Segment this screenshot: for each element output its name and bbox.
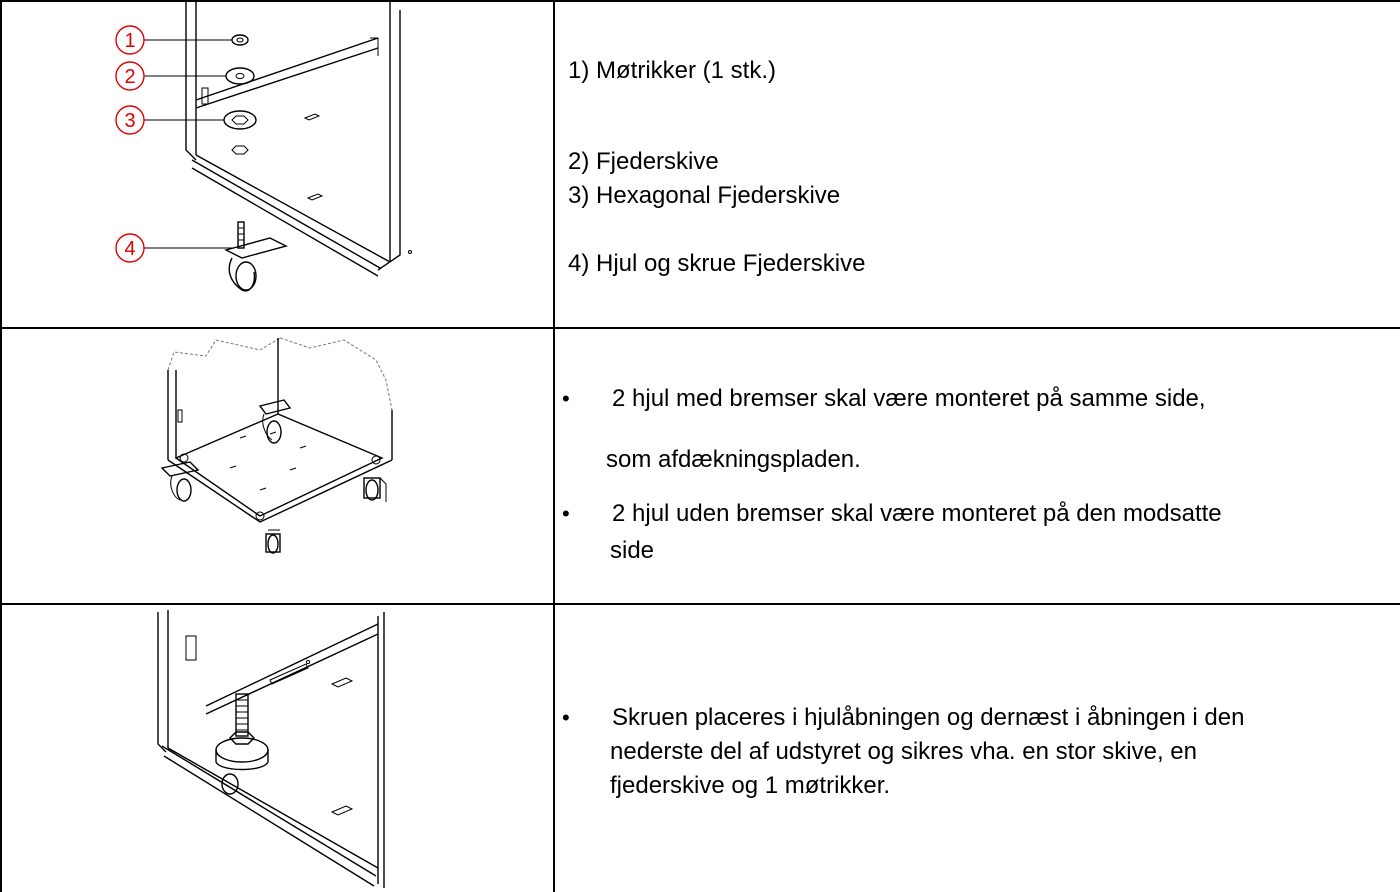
parts-list-item-3: 3) Hexagonal Fjederskive <box>568 182 841 209</box>
note-line: Skruen placeres i hjulåbningen og dernæs… <box>612 704 1245 731</box>
caster-right <box>363 477 387 502</box>
table-border-left <box>0 0 2 892</box>
svg-text:3: 3 <box>124 110 135 132</box>
caster-back <box>258 399 292 444</box>
note-line: som afdækningspladen. <box>606 446 861 473</box>
note-line: 2 hjul uden bremser skal være monteret p… <box>612 500 1222 527</box>
note-line: nederste del af udstyret og sikres vha. … <box>610 738 1197 765</box>
callout-2: 2 <box>115 61 145 91</box>
table-column-divider <box>553 0 555 892</box>
table-border-top <box>0 0 1400 2</box>
svg-text:4: 4 <box>124 238 135 260</box>
callout-1: 1 <box>115 25 145 55</box>
parts-list-item-2: 2) Fjederskive <box>568 148 719 175</box>
parts-list-item-4: 4) Hjul og skrue Fjederskive <box>568 250 866 277</box>
parts-list-item-1: 1) Møtrikker (1 stk.) <box>568 57 776 84</box>
bullet-icon: • <box>562 386 570 411</box>
note-brakes-same-side: • 2 hjul med bremser skal være monteret … <box>560 383 1206 415</box>
note-line: 2 hjul med bremser skal være monteret på… <box>612 385 1206 412</box>
screw-detail-diagram <box>157 610 385 888</box>
svg-text:2: 2 <box>124 66 135 88</box>
note-no-brakes-opposite-side: • 2 hjul uden bremser skal være monteret… <box>560 498 1222 530</box>
note-screw-placement: • Skruen placeres i hjulåbningen og dern… <box>560 702 1244 734</box>
bullet-icon: • <box>562 501 570 526</box>
base-plate-diagram <box>160 337 393 554</box>
callout-3: 3 <box>115 105 145 135</box>
table-row-divider-2 <box>0 603 1400 605</box>
table-row-divider-1 <box>0 327 1400 329</box>
callout-4: 4 <box>115 233 145 263</box>
note-line: side <box>610 537 655 564</box>
svg-text:1: 1 <box>124 30 135 52</box>
parts-diagram: 1 2 3 4 <box>115 0 412 292</box>
bullet-icon: • <box>562 705 570 730</box>
note-line: fjederskive og 1 møtrikker. <box>610 772 891 799</box>
caster-front <box>265 529 281 554</box>
caster-front-left <box>160 461 200 502</box>
